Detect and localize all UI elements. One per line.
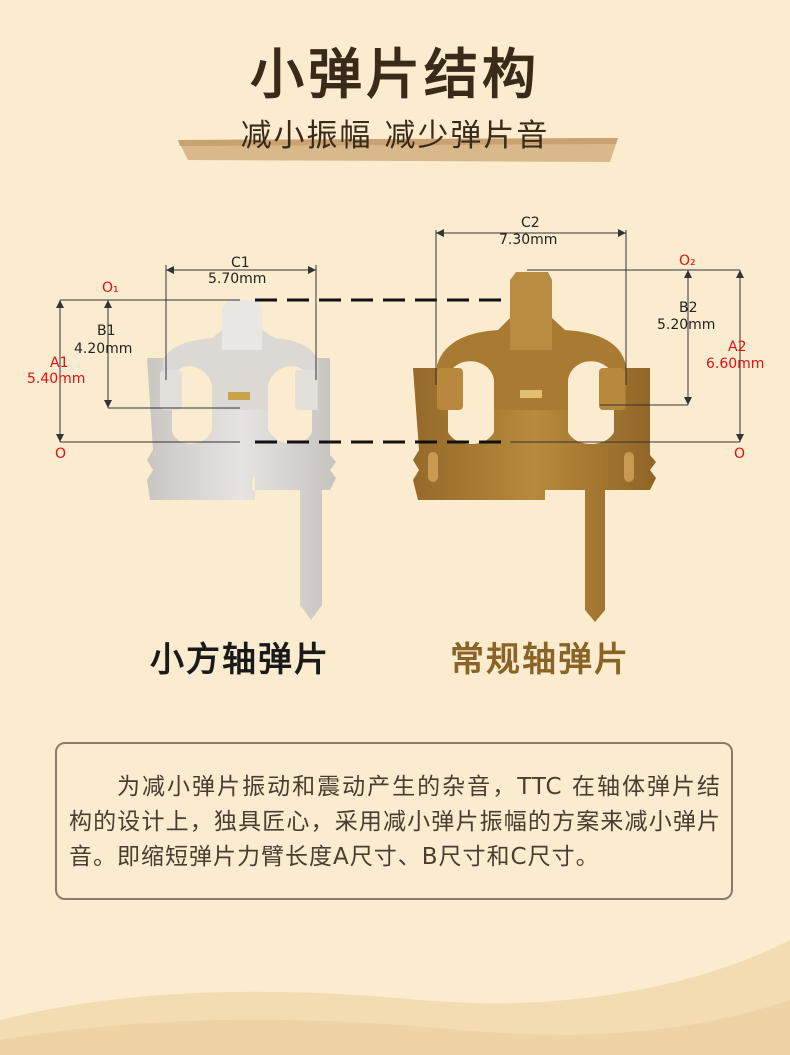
subtitle-ribbon xyxy=(178,138,618,162)
a2-label: A2 xyxy=(728,339,747,355)
page-title: 小弹片结构 xyxy=(250,42,540,106)
description-text: 为减小弹片振动和震动产生的杂音，TTC 在轴体弹片结构的设计上，独具匠心，采用减… xyxy=(69,774,721,870)
a1-label: A1 xyxy=(50,355,69,371)
o-bottom-left-label: O xyxy=(55,446,67,462)
b2-value: 5.20mm xyxy=(657,317,716,333)
c2-value: 7.30mm xyxy=(499,232,558,248)
small-spring-graphic xyxy=(147,300,336,620)
spring-diagram xyxy=(56,229,744,622)
c1-label: C1 xyxy=(231,255,250,271)
a2-value: 6.60mm xyxy=(706,356,765,372)
b1-value: 4.20mm xyxy=(74,341,133,357)
o2-top-label: O₂ xyxy=(679,253,696,269)
regular-spring-graphic xyxy=(413,272,656,622)
a1-value: 5.40mm xyxy=(27,371,86,387)
c2-label: C2 xyxy=(521,215,540,231)
b1-label: B1 xyxy=(97,323,116,339)
c1-value: 5.70mm xyxy=(208,271,267,287)
regular-spring-label: 常规轴弹片 xyxy=(450,640,630,680)
page-subtitle: 减小振幅 减少弹片音 xyxy=(240,118,550,154)
description-box: 为减小弹片振动和震动产生的杂音，TTC 在轴体弹片结构的设计上，独具匠心，采用减… xyxy=(55,742,733,900)
b2-label: B2 xyxy=(679,300,698,316)
o1-top-label: O₁ xyxy=(102,280,119,296)
o-bottom-right-label: O xyxy=(734,446,746,462)
small-spring-label: 小方轴弹片 xyxy=(150,640,330,680)
